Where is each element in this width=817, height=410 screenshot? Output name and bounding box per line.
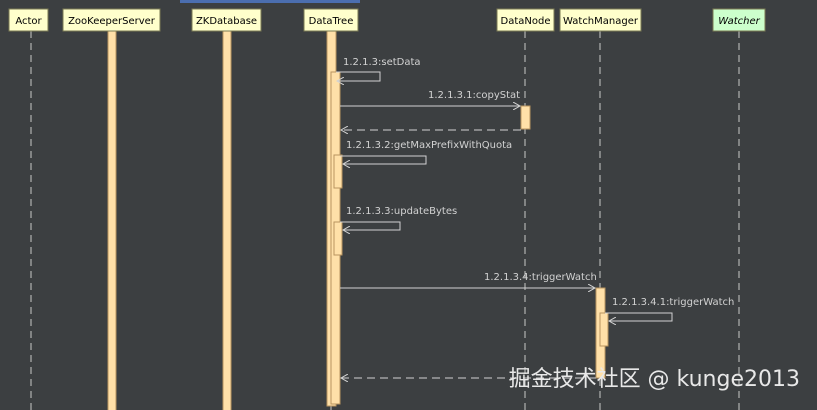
selection-highlight <box>180 0 360 3</box>
message-triggerwatch-inner-arrow <box>605 312 673 321</box>
messages: 1.2.1.3:setData 1.2.1.3.1:copyStat 1.2.1… <box>336 57 734 378</box>
message-triggerwatch-label: 1.2.1.3.4:triggerWatch <box>484 272 597 283</box>
message-setdata-arrow <box>336 71 381 81</box>
participant-watchmanager[interactable]: WatchManager <box>559 8 642 32</box>
participant-actor[interactable]: Actor <box>8 8 49 32</box>
activation-zkdatabase <box>222 30 232 410</box>
lifelines <box>30 31 740 410</box>
participant-datanode-label: DataNode <box>501 16 551 27</box>
participant-zookeeperserver[interactable]: ZooKeeperServer <box>62 8 161 32</box>
activation-datanode-copystat <box>520 105 531 130</box>
participant-zkdatabase[interactable]: ZKDatabase <box>191 8 262 32</box>
activation-bars <box>107 30 609 410</box>
participant-watchmanager-label: WatchManager <box>563 16 639 27</box>
participant-zookeeperserver-label: ZooKeeperServer <box>68 16 156 27</box>
message-copystat-label: 1.2.1.3.1:copyStat <box>428 90 520 101</box>
message-getmaxprefix-arrow <box>340 155 427 164</box>
message-updatebytes-arrow <box>340 221 401 230</box>
participant-actor-label: Actor <box>15 16 42 27</box>
message-setdata-label: 1.2.1.3:setData <box>343 57 421 68</box>
activation-watchmanager-inner <box>599 312 609 347</box>
watermark-text: 掘金技术社区 @ kunge2013 <box>509 367 800 392</box>
activation-datatree-getmaxprefix <box>333 154 343 189</box>
message-triggerwatch-inner-label: 1.2.1.3.4.1:triggerWatch <box>612 297 734 308</box>
participant-watcher-label: Watcher <box>718 16 760 27</box>
message-updatebytes-label: 1.2.1.3.3:updateBytes <box>346 206 457 217</box>
message-getmaxprefix-label: 1.2.1.3.2:getMaxPrefixWithQuota <box>346 140 512 151</box>
activation-zookeeperserver <box>107 30 117 410</box>
participant-zkdatabase-label: ZKDatabase <box>196 16 257 27</box>
participant-headers: Actor ZooKeeperServer ZKDatabase DataTre… <box>8 8 766 32</box>
participant-watcher[interactable]: Watcher <box>712 8 766 32</box>
participant-datatree[interactable]: DataTree <box>303 8 359 32</box>
participant-datanode[interactable]: DataNode <box>496 8 555 32</box>
participant-datatree-label: DataTree <box>309 16 354 27</box>
activation-datatree-updatebytes <box>333 221 343 256</box>
